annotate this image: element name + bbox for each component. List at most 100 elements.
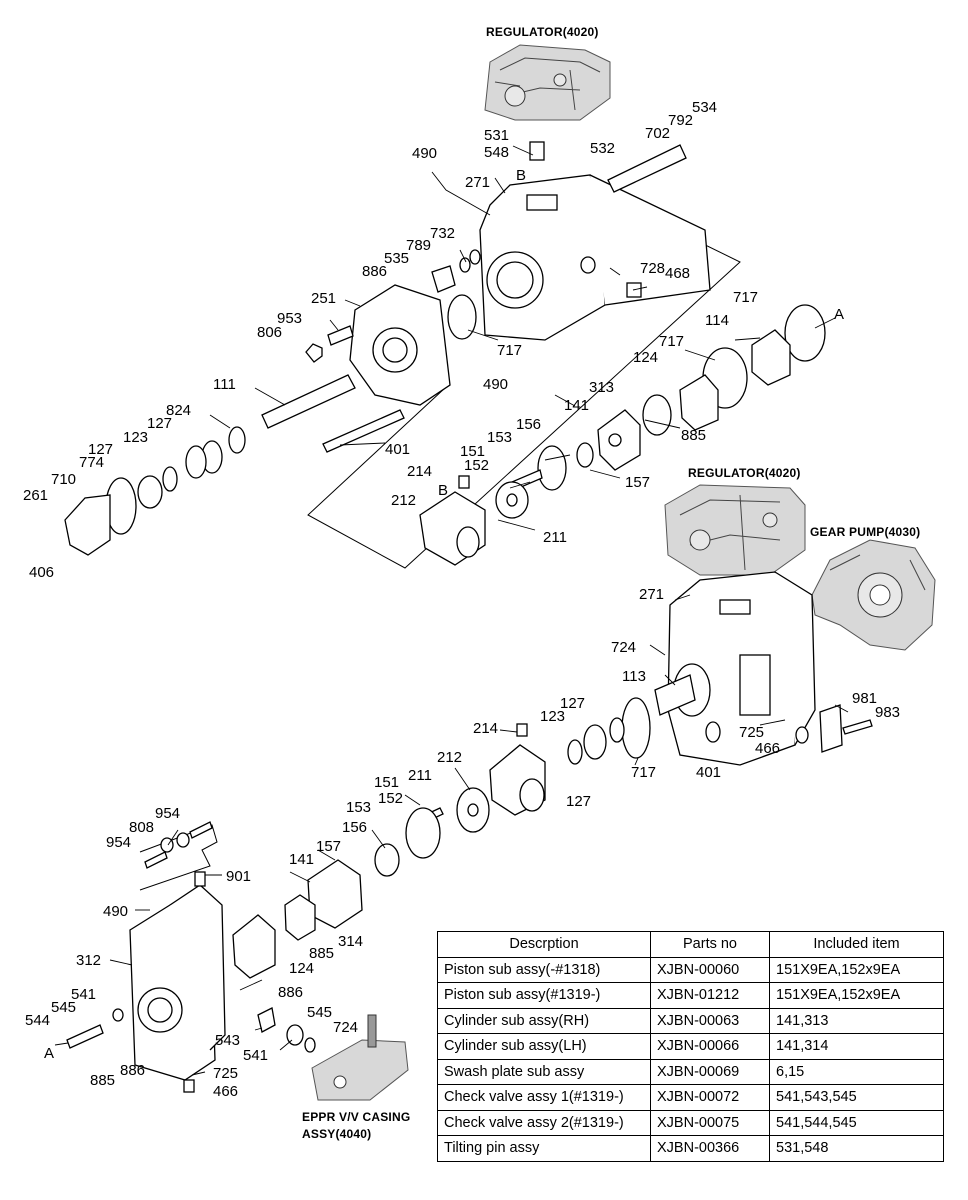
callout: 808 <box>129 819 154 836</box>
callout: 490 <box>483 376 508 393</box>
callout: 153 <box>346 799 371 816</box>
table-header-row: Descrption Parts no Included item <box>437 931 944 958</box>
callout: 312 <box>76 952 101 969</box>
callout: 271 <box>465 174 490 191</box>
callout: 127 <box>560 695 585 712</box>
callout: 123 <box>123 429 148 446</box>
table-cell: 541,544,545 <box>769 1109 944 1136</box>
callout: 152 <box>378 790 403 807</box>
table-row: Cylinder sub assy(RH) XJBN-00063 141,313 <box>437 1007 944 1034</box>
callout: 725 <box>739 724 764 741</box>
table-cell: XJBN-00366 <box>650 1135 770 1162</box>
regulator-top-label: REGULATOR(4020) <box>486 25 599 39</box>
eppr-casing-label-line2: ASSY(4040) <box>302 1127 371 1141</box>
callout: 406 <box>29 564 54 581</box>
callout: 774 <box>79 454 104 471</box>
regulator-top-image <box>484 44 611 121</box>
table-cell: Cylinder sub assy(LH) <box>437 1033 651 1060</box>
table-cell: Piston sub assy(-#1318) <box>437 956 651 983</box>
callout: 124 <box>289 960 314 977</box>
callout: 314 <box>338 933 363 950</box>
callout: 886 <box>120 1062 145 1079</box>
table-cell: XJBN-00066 <box>650 1033 770 1060</box>
table-cell: Check valve assy 1(#1319-) <box>437 1084 651 1111</box>
table-cell: Check valve assy 2(#1319-) <box>437 1109 651 1136</box>
callout: 548 <box>484 144 509 161</box>
table-row: Tilting pin assy XJBN-00366 531,548 <box>437 1135 944 1162</box>
upper-pump-parts <box>64 141 826 566</box>
callout: 885 <box>681 427 706 444</box>
callout: B <box>516 167 526 184</box>
callout: 156 <box>342 819 367 836</box>
callout: 214 <box>407 463 432 480</box>
callout: 123 <box>540 708 565 725</box>
table-cell: 151X9EA,152x9EA <box>769 982 944 1009</box>
callout: 954 <box>155 805 180 822</box>
table-row: Check valve assy 2(#1319-) XJBN-00075 54… <box>437 1109 944 1136</box>
callout: A <box>44 1045 54 1062</box>
callout: 953 <box>277 310 302 327</box>
callout: 466 <box>755 740 780 757</box>
callout: 153 <box>487 429 512 446</box>
callout: 152 <box>464 457 489 474</box>
callout: A <box>834 306 844 323</box>
callout: 401 <box>696 764 721 781</box>
table-cell: 6,15 <box>769 1058 944 1085</box>
callout: 114 <box>705 312 729 329</box>
callout: 468 <box>665 265 690 282</box>
callout: 212 <box>391 492 416 509</box>
callout: 901 <box>226 868 251 885</box>
table-cell: XJBN-00075 <box>650 1109 770 1136</box>
callout: 214 <box>473 720 498 737</box>
column-header: Descrption <box>437 931 651 958</box>
callout: 886 <box>362 263 387 280</box>
column-header: Parts no <box>650 931 770 958</box>
gear-pump-label: GEAR PUMP(4030) <box>810 525 920 539</box>
callout: 251 <box>311 290 336 307</box>
table-row: Cylinder sub assy(LH) XJBN-00066 141,314 <box>437 1033 944 1060</box>
callout: 544 <box>25 1012 50 1029</box>
callout: 127 <box>88 441 113 458</box>
callout: 981 <box>852 690 877 707</box>
callout: B <box>438 482 448 499</box>
callout: 211 <box>408 767 432 784</box>
callout: 725 <box>213 1065 238 1082</box>
gear-pump-image <box>811 539 936 651</box>
callout: 261 <box>23 487 48 504</box>
callout: 534 <box>692 99 717 116</box>
callout: 983 <box>875 704 900 721</box>
table-cell: 141,314 <box>769 1033 944 1060</box>
callout: 724 <box>333 1019 358 1036</box>
callout: 792 <box>668 112 693 129</box>
callout: 541 <box>71 986 96 1003</box>
table-cell: 541,543,545 <box>769 1084 944 1111</box>
table-cell: Cylinder sub assy(RH) <box>437 1007 651 1034</box>
callout: 157 <box>316 838 341 855</box>
callout: 702 <box>645 125 670 142</box>
table-row: Swash plate sub assy XJBN-00069 6,15 <box>437 1058 944 1085</box>
callout: 824 <box>166 402 191 419</box>
table-cell: 141,313 <box>769 1007 944 1034</box>
regulator-right-label: REGULATOR(4020) <box>688 466 801 480</box>
assembly-labels: REGULATOR(4020) REGULATOR(4020) GEAR PUM… <box>302 25 920 1141</box>
callout: 151 <box>374 774 399 791</box>
callout: 717 <box>659 333 684 350</box>
callout: 151 <box>460 443 485 460</box>
callout: 127 <box>566 793 591 810</box>
callout: 535 <box>384 250 409 267</box>
callout: 532 <box>590 140 615 157</box>
callout: 954 <box>106 834 131 851</box>
table-cell: Piston sub assy(#1319-) <box>437 982 651 1009</box>
callout: 141 <box>564 397 589 414</box>
table-row: Check valve assy 1(#1319-) XJBN-00072 54… <box>437 1084 944 1111</box>
callout: 545 <box>307 1004 332 1021</box>
table-row: Piston sub assy(-#1318) XJBN-00060 151X9… <box>437 956 944 983</box>
callout: 543 <box>215 1032 240 1049</box>
table-cell: 531,548 <box>769 1135 944 1162</box>
callout: 141 <box>289 851 314 868</box>
callout: 127 <box>147 415 172 432</box>
lower-pump-parts <box>66 571 873 1093</box>
callout: 717 <box>733 289 758 306</box>
callout: 111 <box>213 376 236 393</box>
